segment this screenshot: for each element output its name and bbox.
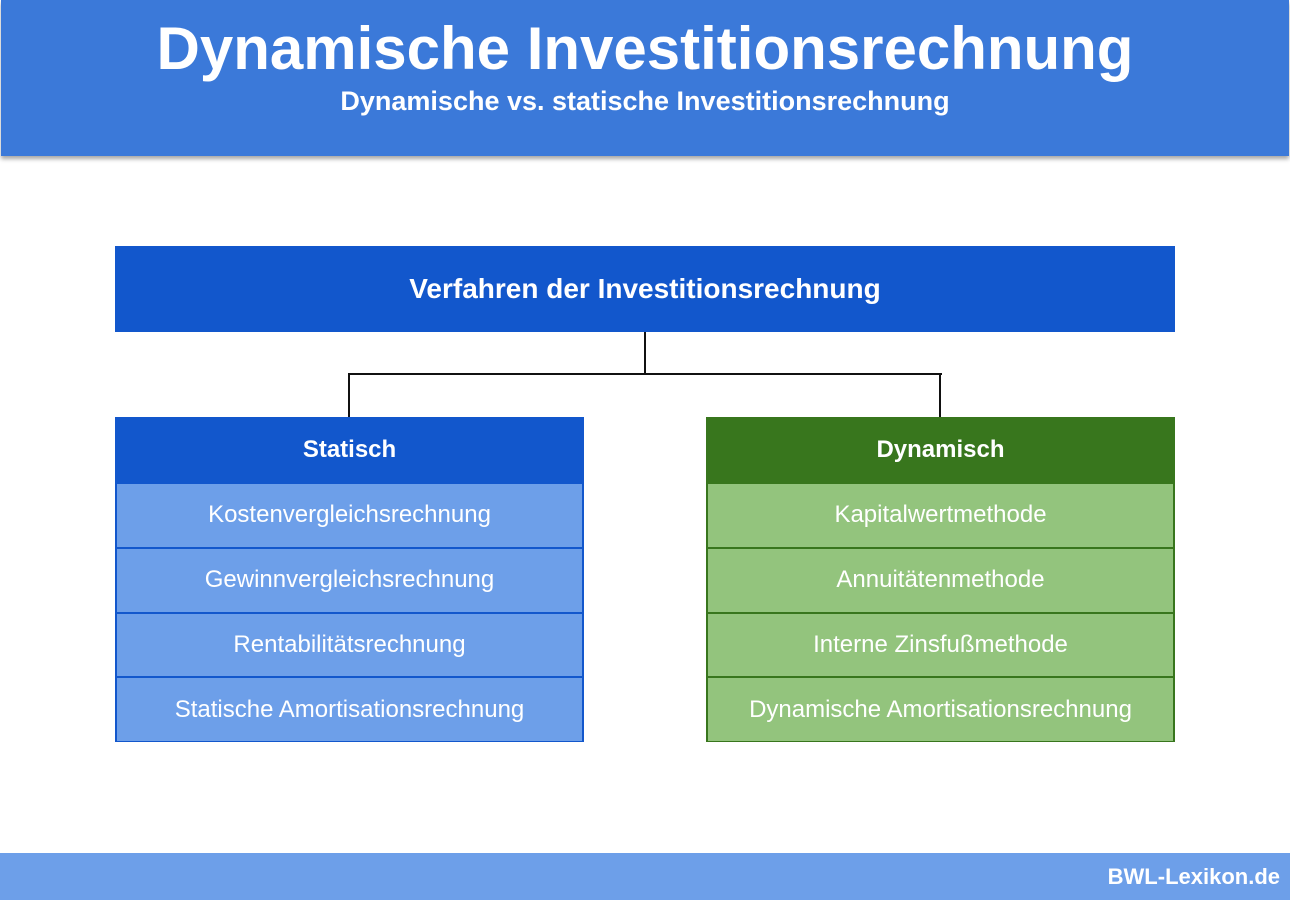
list-item: Annuitätenmethode (706, 547, 1175, 613)
footer-brand: BWL-Lexikon.de (0, 853, 1290, 900)
root-node: Verfahren der Investitionsrechnung (115, 246, 1175, 332)
page-title: Dynamische Investitionsrechnung (156, 15, 1134, 82)
list-item: Kostenvergleichsrechnung (115, 483, 584, 548)
static-methods-box: Statisch Kostenvergleichsrechnung Gewinn… (115, 417, 584, 742)
list-item: Statische Amortisationsrechnung (115, 677, 584, 742)
dynamic-methods-box: Dynamisch Kapitalwertmethode Annuitätenm… (706, 417, 1175, 742)
list-item: Rentabilitätsrechnung (115, 612, 584, 678)
list-item: Kapitalwertmethode (706, 483, 1175, 548)
connector-line (939, 373, 941, 417)
dynamic-header: Dynamisch (706, 417, 1175, 483)
connector-line (644, 332, 646, 375)
connector-line (348, 373, 942, 375)
list-item: Interne Zinsfußmethode (706, 612, 1175, 678)
header-banner: Dynamische Investitionsrechnung Dynamisc… (1, 0, 1289, 156)
list-item: Dynamische Amortisationsrechnung (706, 677, 1175, 742)
connector-line (348, 373, 350, 417)
page-subtitle: Dynamische vs. statische Investitionsrec… (340, 86, 950, 116)
list-item: Gewinnvergleichsrechnung (115, 547, 584, 613)
static-header: Statisch (115, 417, 584, 483)
